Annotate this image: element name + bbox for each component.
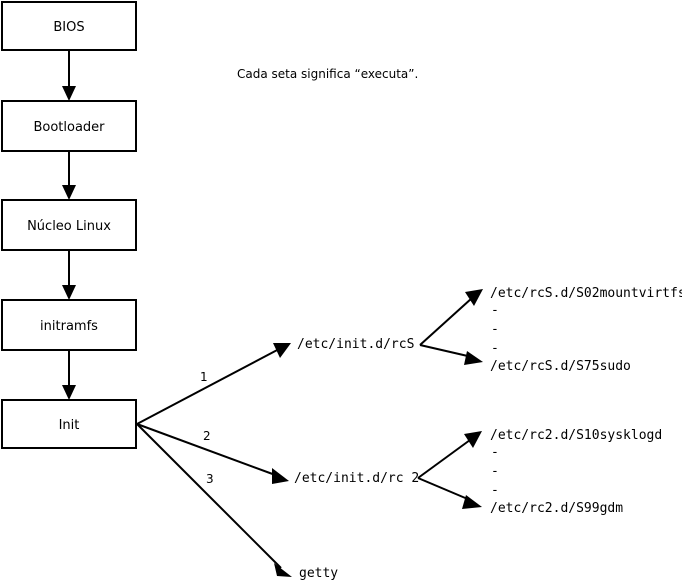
legend-note: Cada seta significa “executa”.: [237, 67, 418, 81]
arrow-head-icon: [273, 343, 291, 358]
arrow-head-icon: [62, 385, 76, 400]
script-rcs-dash-3: -: [491, 341, 499, 356]
arrow-rcs-to-first-script: [419, 289, 483, 346]
node-init[interactable]: Init: [1, 399, 137, 449]
arrow-head-icon: [272, 468, 289, 484]
arrow-rc2-to-first-script: [417, 431, 482, 479]
script-rcs-last: /etc/rcS.d/S75sudo: [490, 359, 631, 374]
node-init-rect: [1, 399, 137, 449]
arrow-rcs-to-last-script: [419, 344, 483, 365]
script-rc2-first: /etc/rc2.d/S10sysklogd: [490, 428, 662, 443]
script-rc2-dash-2: -: [491, 464, 499, 479]
arrow-initramfs-to-init: [62, 350, 76, 400]
arrow-head-icon: [464, 351, 483, 365]
arrow-head-icon: [465, 289, 483, 306]
script-rc2-last: /etc/rc2.d/S99gdm: [490, 501, 623, 516]
script-rc2-dash-1: -: [491, 445, 499, 460]
arrow-init-to-rc2: [136, 423, 289, 484]
arrow-head-icon: [62, 185, 76, 200]
node-initramfs-label: initramfs: [40, 319, 98, 334]
node-bios[interactable]: BIOS: [1, 1, 137, 51]
node-bootloader-label: Bootloader: [33, 120, 105, 135]
node-bios-label: BIOS: [53, 20, 84, 35]
node-kernel[interactable]: Núcleo Linux: [1, 199, 137, 251]
arrow-head-icon: [274, 563, 292, 577]
node-kernel-label: Núcleo Linux: [27, 219, 111, 234]
arrow-head-icon: [464, 431, 482, 448]
arrow-head-icon: [462, 495, 482, 509]
branch-number-1: 1: [200, 370, 208, 384]
arrow-kernel-to-initramfs: [62, 250, 76, 300]
node-bootloader-rect: [1, 100, 137, 152]
arrow-bios-to-bootloader: [62, 50, 76, 101]
script-rcs-first: /etc/rcS.d/S02mountvirtfs: [490, 286, 682, 301]
node-initramfs[interactable]: initramfs: [1, 299, 137, 351]
script-rcs-dash-1: -: [491, 303, 499, 318]
branch-number-2: 2: [203, 429, 211, 443]
branch-number-3: 3: [206, 472, 214, 486]
node-initramfs-rect: [1, 299, 137, 351]
target-rc2-label[interactable]: /etc/init.d/rc 2: [294, 471, 419, 486]
script-rc2-dash-3: -: [491, 483, 499, 498]
target-getty-label[interactable]: getty: [299, 566, 338, 581]
node-bios-rect: [1, 1, 137, 51]
node-init-label: Init: [59, 418, 80, 433]
arrow-head-icon: [62, 285, 76, 300]
node-bootloader[interactable]: Bootloader: [1, 100, 137, 152]
arrow-rc2-to-last-script: [417, 477, 482, 509]
arrow-bootloader-to-kernel: [62, 151, 76, 200]
arrow-init-to-getty: [136, 423, 292, 577]
script-rcs-dash-2: -: [491, 322, 499, 337]
arrow-init-to-rcs: [136, 343, 291, 425]
target-rcs-label[interactable]: /etc/init.d/rcS: [297, 337, 414, 352]
arrow-head-icon: [62, 86, 76, 101]
